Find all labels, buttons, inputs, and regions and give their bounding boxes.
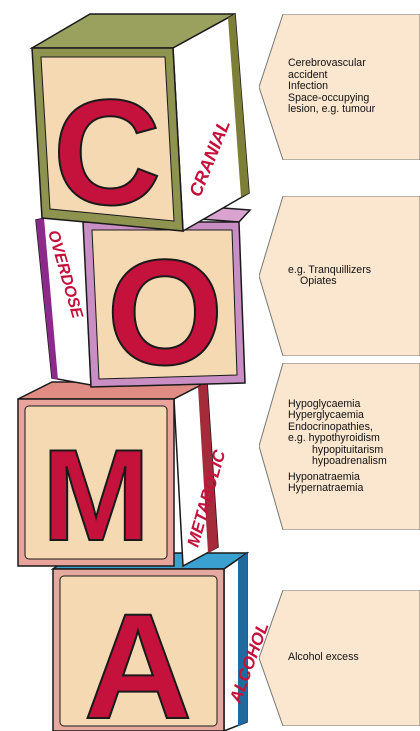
alcohol-cause-line: Alcohol excess [288, 652, 420, 664]
metabolic-causes-panel: Hypoglycaemia Hyperglycaemia Endocrinopa… [259, 363, 420, 530]
block-c: C CRANIAL [32, 14, 249, 236]
cranial-causes-panel: Cerebrovascular accident Infection Space… [259, 14, 420, 160]
overdose-causes-text: e.g. Tranquillizers Opiates [288, 265, 420, 288]
block-o-letter: O [107, 228, 224, 396]
metabolic-causes-text: Hypoglycaemia Hyperglycaemia Endocrinopa… [288, 399, 420, 495]
metabolic-cause-line: Hypernatraemia [288, 483, 420, 495]
block-m-letter: M [42, 422, 150, 568]
block-a: A ALCOHOL [53, 553, 273, 731]
metabolic-cause-line: Hyperglycaemia [288, 410, 420, 422]
alcohol-causes-panel: Alcohol excess [259, 590, 420, 726]
cranial-cause-line: lesion, e.g. tumour [288, 104, 420, 116]
metabolic-cause-line: e.g. hypothyroidism [288, 433, 420, 445]
alcohol-causes-text: Alcohol excess [288, 652, 420, 664]
overdose-cause-line: Opiates [288, 276, 420, 288]
cranial-causes-text: Cerebrovascular accident Infection Space… [288, 58, 420, 116]
block-a-letter: A [84, 582, 192, 731]
overdose-causes-panel: e.g. Tranquillizers Opiates [259, 196, 420, 356]
block-c-letter: C [53, 68, 161, 236]
metabolic-cause-line: hypoadrenalism [288, 456, 420, 468]
block-m: M METABOLIC [18, 382, 230, 568]
